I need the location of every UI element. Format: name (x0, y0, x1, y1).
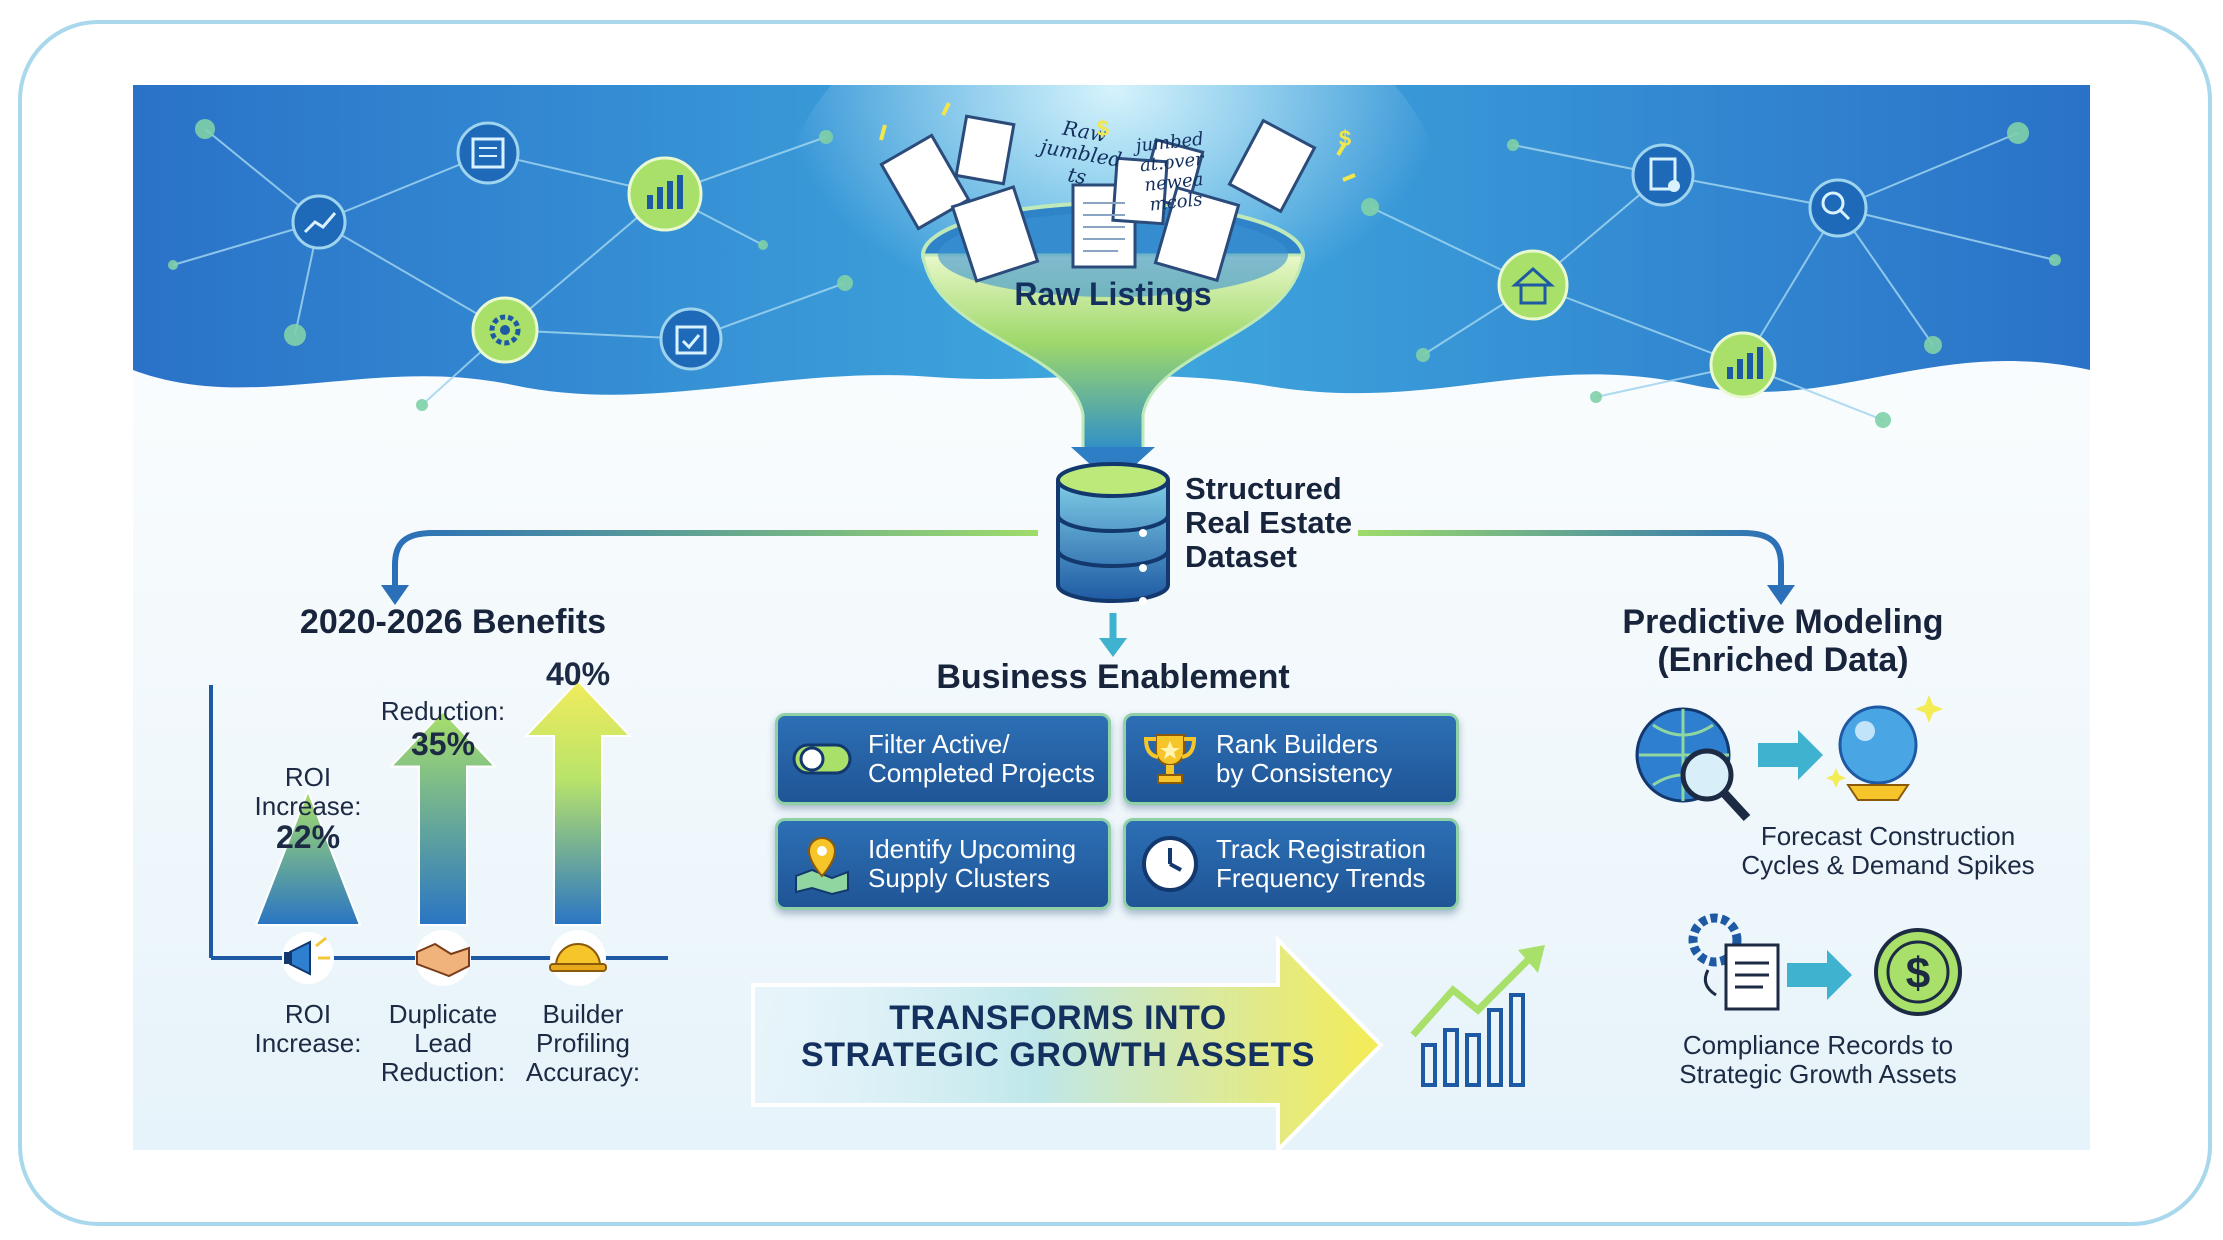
predictive-caption-1: Forecast Construction Cycles & Demand Sp… (1741, 821, 2035, 881)
connector-left (392, 530, 1038, 590)
metric-2-axis-label: Duplicate Lead Reduction: (380, 999, 506, 1088)
gear-node-icon (471, 296, 539, 364)
metric-1-value: 22% (275, 819, 341, 855)
document-lines (1083, 202, 1125, 252)
card-track-registration[interactable]: Track Registration Frequency Trends (1123, 818, 1459, 910)
metric-1-top-label: ROI Increase: (254, 762, 362, 822)
invoice-node-icon (456, 121, 520, 185)
card-rank-builders[interactable]: Rank Builders by Consistency (1123, 713, 1459, 805)
benefits-title: 2020-2026 Benefits (299, 603, 607, 641)
predictive-title: Predictive Modeling (Enriched Data) (1622, 603, 1944, 680)
metric-2-top-label: Reduction: (380, 696, 506, 726)
card-track-registration-label: Track Registration Frequency Trends (1216, 834, 1426, 893)
funnel-label: Raw Listings (1014, 276, 1212, 312)
metric-2-value: 35% (410, 726, 476, 762)
gear-document-icon (1688, 913, 1780, 1011)
connector-center-head (1099, 638, 1127, 657)
connector-right-head (1767, 585, 1795, 605)
network-right-nodes (1361, 122, 2061, 428)
metric-3-value: 40% (545, 656, 611, 692)
network-left-nodes (168, 119, 853, 411)
handshake-icon (415, 930, 471, 986)
growth-chart-icon (1410, 945, 1545, 1087)
business-title: Business Enablement (936, 658, 1290, 696)
card-identify-supply-label: Identify Upcoming Supply Clusters (868, 834, 1077, 893)
benefit-bars (254, 679, 633, 926)
transform-banner-text: TRANSFORMS INTO STRATEGIC GROWTH ASSETS (801, 999, 1315, 1075)
predict-arrow-2 (1787, 950, 1852, 1000)
calendar-node-icon (659, 307, 723, 371)
predictive-caption-2: Compliance Records to Strategic Growth A… (1679, 1030, 1957, 1090)
metric-3-axis-label: Builder Profiling Accuracy: (525, 999, 641, 1088)
megaphone-icon (282, 932, 334, 984)
transform-arrow (751, 935, 1384, 1150)
card-filter-projects[interactable]: Filter Active/ Completed Projects (775, 713, 1111, 805)
scene-graphics: $ (133, 85, 2090, 1150)
document-scraps (879, 114, 1317, 283)
card-rank-builders-label: Rank Builders by Consistency (1216, 729, 1393, 788)
trend-node-icon (291, 194, 347, 250)
trophy-icon (1143, 734, 1197, 784)
hardhat-icon (549, 930, 607, 986)
dollar-mark-1: $ (1096, 116, 1110, 141)
dollar-coin-icon: $ (1874, 928, 1962, 1016)
chart-node-icon-right (1709, 331, 1777, 399)
card-filter-projects-label: Filter Active/ Completed Projects (868, 729, 1095, 788)
search-node-icon (1808, 178, 1868, 238)
toggle-icon (792, 743, 852, 775)
house-node-icon (1497, 249, 1569, 321)
chart-node-icon (627, 156, 703, 232)
connector-left-head (381, 585, 409, 605)
benefit-arrow-3 (523, 679, 633, 926)
metric-1-axis-label: ROI Increase: (254, 999, 362, 1059)
database-icon (1056, 462, 1170, 605)
benefit-arrow-1 (254, 788, 362, 926)
predict-arrow-1 (1758, 730, 1823, 780)
spark-marks (879, 102, 1356, 182)
benefit-arrow-2 (388, 710, 498, 926)
dataset-label: Structured Real Estate Dataset (1185, 471, 1353, 575)
card-identify-supply[interactable]: Identify Upcoming Supply Clusters (775, 818, 1111, 910)
crystal-ball-icon (1826, 695, 1943, 801)
svg-text:$: $ (1906, 949, 1930, 998)
dollar-mark-2: $ (1338, 126, 1352, 151)
globe-search-icon (1635, 707, 1751, 822)
map-pin-icon (795, 836, 849, 896)
document-node-icon (1631, 143, 1695, 207)
connector-right (1358, 530, 1784, 590)
clock-icon (1142, 836, 1198, 892)
